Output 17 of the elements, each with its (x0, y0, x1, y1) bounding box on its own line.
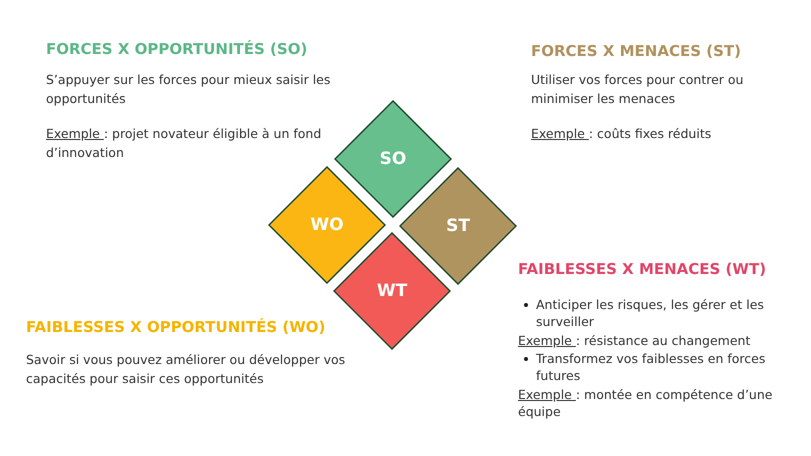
example-text: Exemple : coûts fixes réduits (531, 125, 712, 143)
description-text: Utiliser vos forces pour contrer ou minimiser les menaces (531, 71, 744, 108)
diamond-label: WT (376, 281, 408, 301)
diamond-label: SO (380, 149, 406, 169)
example-text: Exemple : résistance au changement (518, 332, 752, 349)
diamond-label: WO (310, 215, 344, 235)
quadrant-heading: FAIBLESSES X OPPORTUNITÉS (WO) (26, 318, 326, 336)
quadrant-heading: FAIBLESSES X MENACES (WT) (518, 260, 766, 278)
diamond-label: ST (446, 216, 470, 236)
bullet-item: Transformez vos faiblesses en forces futures (518, 350, 811, 384)
quadrant-heading: FORCES X OPPORTUNITÉS (SO) (46, 40, 308, 58)
example-text: Exemple : montée en compétence d’une équipe (518, 386, 774, 420)
description-text: Savoir si vous pouvez améliorer ou développer vos capacités pour saisir ces opportunités (26, 351, 346, 388)
bullet-item: Anticiper les risques, les gérer et les surveiller (518, 296, 811, 330)
quadrant-heading: FORCES X MENACES (ST) (531, 42, 741, 60)
description-text: S’appuyer sur les forces pour mieux saisir les opportunités (46, 71, 332, 108)
example-text: Exemple : projet novateur éligible à un fond d’innovation (46, 125, 322, 162)
